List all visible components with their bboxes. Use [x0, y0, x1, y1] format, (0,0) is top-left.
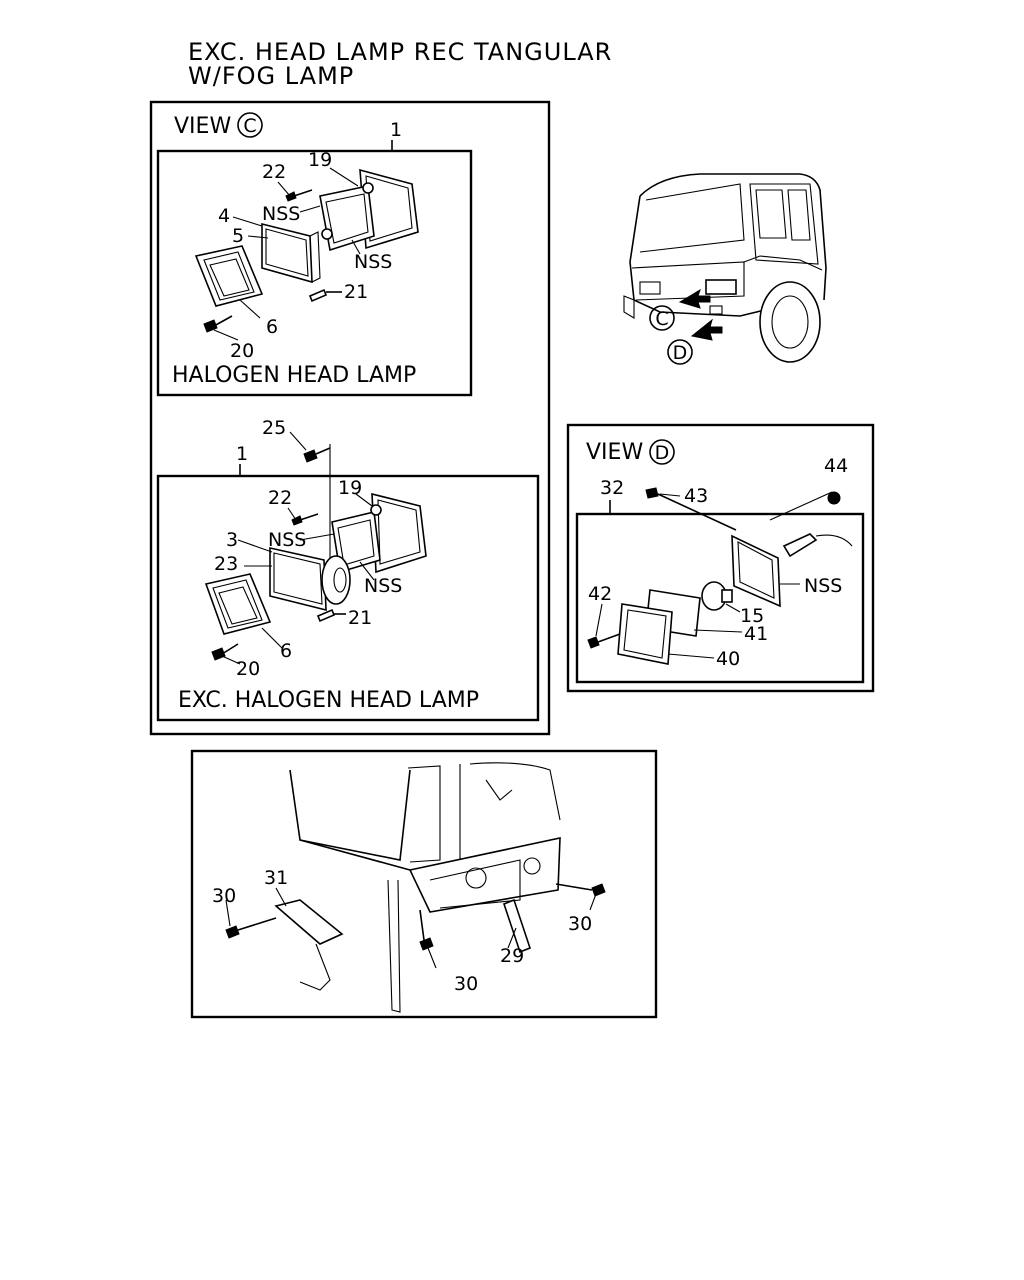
- screw-22: [285, 189, 313, 202]
- headlamp-housing: [331, 492, 427, 574]
- callout-20: 20: [230, 340, 254, 362]
- truck-cab-illustration: C D: [623, 173, 827, 365]
- callout-19: 19: [308, 149, 332, 171]
- turn-signal-housing: [731, 533, 853, 608]
- callout-30: 30: [454, 973, 478, 995]
- bulb: [701, 581, 733, 611]
- screw-43: [645, 487, 737, 531]
- callout-42: 42: [588, 583, 612, 605]
- callout-21: 21: [348, 607, 372, 629]
- view-d-letter: D: [655, 442, 670, 464]
- screw-20: [203, 315, 233, 333]
- view-d-panel: VIEW D 32 44 43: [566, 423, 875, 693]
- headlamp-housing: [319, 168, 419, 252]
- screw-22: [291, 513, 319, 526]
- nut-44: [827, 491, 841, 505]
- diagram-title-line2: W/FOG LAMP: [188, 62, 354, 90]
- screw-30: [555, 883, 606, 897]
- callout-nss: NSS: [262, 203, 300, 225]
- callout-nss: NSS: [268, 529, 306, 551]
- callout-nss: NSS: [804, 575, 842, 597]
- non-halogen-caption: EXC. HALOGEN HEAD LAMP: [178, 688, 479, 713]
- bracket-panel: 31 30 30 29 30: [190, 749, 658, 1019]
- halogen-head-lamp-panel: 1: [156, 119, 473, 397]
- callout-22: 22: [262, 161, 286, 183]
- callout-6: 6: [280, 640, 292, 662]
- screw-25: [303, 447, 331, 463]
- view-c-marker-circle: [649, 305, 675, 331]
- callout-nss: NSS: [354, 251, 392, 273]
- screw-42: [587, 633, 621, 649]
- front-bezel: [194, 245, 264, 307]
- callout-41: 41: [744, 623, 768, 645]
- callout-nss: NSS: [364, 575, 402, 597]
- screw-30: [225, 917, 277, 939]
- callout-40: 40: [716, 648, 740, 670]
- diagram-title-line1: EXC. HEAD LAMP REC TANGULAR: [188, 38, 612, 66]
- callout-32: 32: [600, 477, 624, 499]
- callout-20: 20: [236, 658, 260, 680]
- callout-1: 1: [390, 119, 402, 141]
- callout-44: 44: [824, 455, 848, 477]
- view-d-label: VIEW: [586, 440, 643, 465]
- callout-30: 30: [212, 885, 236, 907]
- view-c-label: VIEW: [174, 114, 231, 139]
- callout-25: 25: [262, 417, 286, 439]
- screw-20: [211, 643, 239, 661]
- sealed-beam-lamp: [269, 547, 351, 612]
- screw-21: [308, 288, 342, 303]
- view-d-marker-circle: [667, 339, 693, 365]
- callout-23: 23: [214, 553, 238, 575]
- callout-15: 15: [740, 605, 764, 627]
- callout-19: 19: [338, 477, 362, 499]
- callout-6: 6: [266, 316, 278, 338]
- view-d-marker: D: [673, 342, 688, 364]
- callout-5: 5: [232, 225, 244, 247]
- callout-22: 22: [268, 487, 292, 509]
- callout-43: 43: [684, 485, 708, 507]
- screw-21: [316, 608, 346, 623]
- callout-29: 29: [500, 945, 524, 967]
- view-c-marker: C: [655, 308, 668, 330]
- callout-31: 31: [264, 867, 288, 889]
- callout-3: 3: [226, 529, 238, 551]
- halogen-caption: HALOGEN HEAD LAMP: [172, 363, 416, 388]
- screw-30: [419, 909, 434, 951]
- front-bezel: [204, 573, 272, 635]
- callout-30: 30: [568, 913, 592, 935]
- sealed-beam-lamp: [261, 222, 321, 284]
- callout-21: 21: [344, 281, 368, 303]
- view-c-letter: C: [243, 115, 256, 137]
- lens-and-gasket: [617, 589, 701, 665]
- non-halogen-head-lamp-panel: 25 1: [156, 417, 540, 722]
- view-c-circle-marker: [237, 112, 263, 138]
- callout-4: 4: [218, 205, 230, 227]
- view-c-panel: VIEW C 1: [149, 100, 551, 736]
- callout-1: 1: [236, 443, 248, 465]
- view-d-circle-marker: [649, 439, 675, 465]
